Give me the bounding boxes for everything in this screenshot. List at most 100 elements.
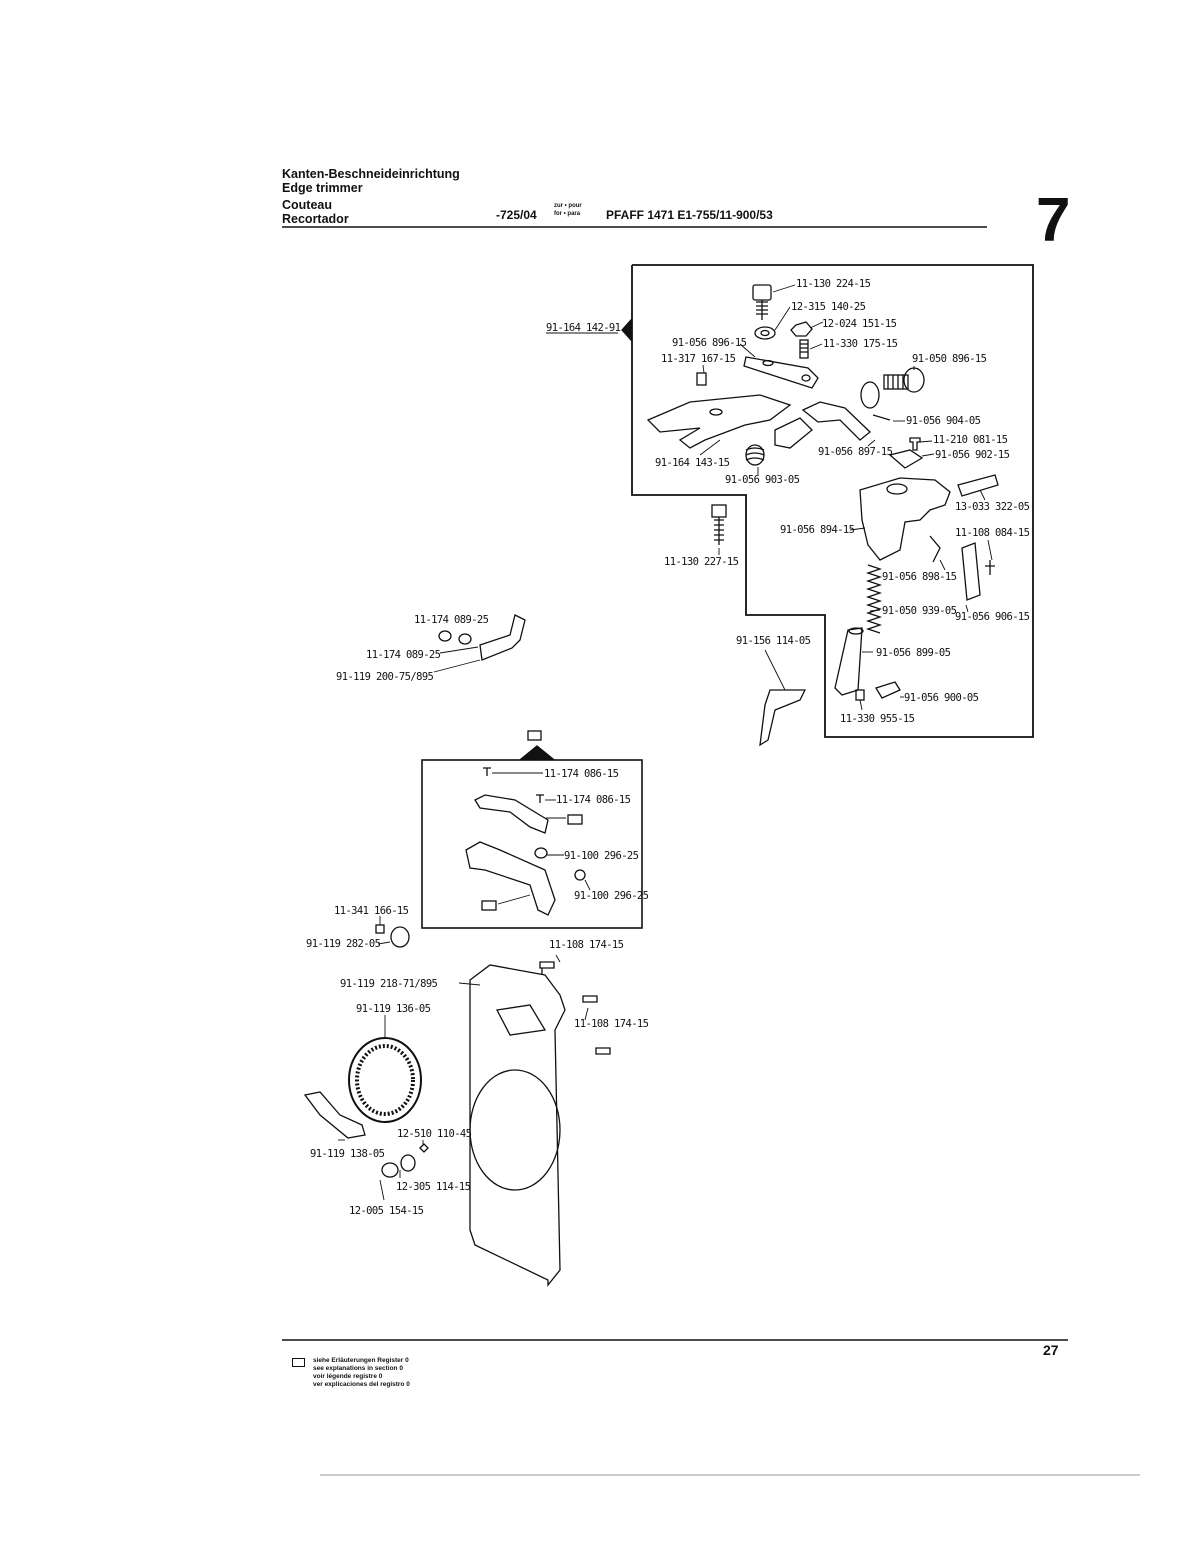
bracket-icon (646, 394, 792, 449)
blade-plate-icon (961, 542, 981, 601)
title-spanish: Recortador (282, 212, 349, 226)
dowel-pin-icon (957, 474, 999, 497)
screw-icon-a (483, 767, 491, 776)
part-label: 11-108 174-15 (574, 1018, 649, 1030)
part-label: 91-100 296-25 (574, 890, 649, 902)
collar-icon (390, 926, 410, 948)
part-label: 91-056 900-05 (904, 692, 979, 704)
angle-bracket-icon (479, 614, 526, 661)
reference-arrow (621, 318, 632, 342)
part-label: 91-050 896-15 (912, 353, 987, 365)
part-label: 12-005 154-15 (349, 1205, 424, 1217)
assembly-frame-lower (421, 759, 643, 929)
cam-icon (875, 681, 901, 699)
legend-box-ref-1 (567, 814, 583, 825)
section-number: 7 (1036, 186, 1071, 255)
legend-line-es: ver explicaciones del registro 0 (313, 1381, 410, 1388)
part-label: 91-119 200-75/895 (336, 671, 434, 683)
reference-arrow-lower (519, 745, 555, 760)
long-screw-icon (711, 504, 727, 545)
part-label: 11-174 086-15 (556, 794, 631, 806)
part-label: 12-315 140-25 (791, 301, 866, 313)
part-label: 91-164 142-91 (546, 322, 621, 334)
knob-icon (883, 367, 925, 393)
title-french: Couteau (282, 198, 332, 212)
part-label: 91-056 897-15 (818, 446, 893, 458)
nut-icon-c (400, 1154, 416, 1172)
grub-screw-icon (696, 372, 707, 386)
base-plate-icon (469, 964, 566, 1287)
plate-cutout-icon (469, 1069, 561, 1191)
part-label: 11-108 174-15 (549, 939, 624, 951)
for-label-1: zur • pour (554, 203, 582, 209)
part-label: 91-056 894-15 (780, 524, 855, 536)
legend-line-en: see explanations in section 0 (313, 1365, 403, 1372)
part-label: 13-033 322-05 (955, 501, 1030, 513)
knife-holder-icon (465, 841, 556, 916)
bent-wire-icon (929, 535, 941, 563)
part-label: 91-056 898-15 (882, 571, 957, 583)
leader-lines (338, 284, 993, 1201)
clip-icon (888, 449, 924, 469)
pin-icon (872, 414, 891, 421)
part-label: 11-330 955-15 (840, 713, 915, 725)
legend-box-icon (292, 1358, 305, 1367)
pawl-icon (303, 1091, 366, 1139)
part-label: 12-305 114-15 (396, 1181, 471, 1193)
part-label: 91-119 136-05 (356, 1003, 431, 1015)
part-label: 91-119 218-71/895 (340, 978, 438, 990)
reference-box-icon (527, 730, 542, 741)
part-label: 11-341 166-15 (334, 905, 409, 917)
nut-icon-a (534, 847, 548, 859)
compression-spring-icon (865, 564, 883, 634)
part-label: 91-156 114-05 (736, 635, 811, 647)
part-label: 91-056 896-15 (672, 337, 747, 349)
part-label: 11-210 081-15 (933, 434, 1008, 446)
coil-spring-icon (745, 444, 765, 466)
assembly-frame-upper (631, 264, 1034, 738)
part-label: 11-174 089-25 (366, 649, 441, 661)
lever-icon (743, 356, 819, 389)
small-setscrew-icon (375, 924, 385, 934)
title-german: Kanten-Beschneideinrichtung (282, 167, 460, 181)
part-label: 91-056 902-15 (935, 449, 1010, 461)
screw-icon-d (582, 995, 598, 1003)
set-screw-icon (799, 339, 809, 359)
part-labels: 11-130 224-15 12-315 140-25 12-024 151-1… (306, 278, 1030, 1217)
part-label: 91-100 296-25 (564, 850, 639, 862)
page-number: 27 (1043, 1342, 1059, 1358)
screw-icon-c (539, 961, 555, 974)
part-label: 11-330 175-15 (823, 338, 898, 350)
part-label: 91-164 143-15 (655, 457, 730, 469)
star-washer-icon (419, 1143, 429, 1153)
part-label: 12-024 151-15 (822, 318, 897, 330)
part-label: 91-056 899-05 (876, 647, 951, 659)
hex-nut-icon (790, 321, 813, 337)
socket-screw-icon (752, 284, 772, 320)
sleeve-icon (834, 627, 863, 696)
tiny-screw-icon (855, 689, 865, 701)
part-label: 91-050 939-05 (882, 605, 957, 617)
screw-head-icon-2 (458, 633, 472, 645)
for-label-2: for • para (554, 211, 581, 217)
part-label: 11-174 089-25 (414, 614, 489, 626)
rod-icon (759, 689, 807, 747)
small-screw-icon (909, 437, 921, 451)
legend-text: siehe Erläuterungen Register 0 see expla… (313, 1357, 410, 1389)
legend-box-ref-2 (481, 900, 497, 911)
housing-icon (859, 477, 951, 561)
part-label: 91-056 906-15 (955, 611, 1030, 623)
screw-icon-e (595, 1047, 611, 1055)
part-label: 11-130 224-15 (796, 278, 871, 290)
part-label: 11-317 167-15 (661, 353, 736, 365)
part-label: 12-510 110-45 (397, 1128, 472, 1140)
link-arm-icon (801, 401, 871, 441)
legend-line-de: siehe Erläuterungen Register 0 (313, 1357, 409, 1364)
title-english: Edge trimmer (282, 181, 363, 195)
model-number: PFAFF 1471 E1-755/11-900/53 (606, 208, 773, 222)
part-label: 11-130 227-15 (664, 556, 739, 568)
cross-screw-icon (985, 560, 995, 575)
gear-ring-icon (348, 1037, 422, 1123)
screw-head-icon (438, 630, 452, 642)
